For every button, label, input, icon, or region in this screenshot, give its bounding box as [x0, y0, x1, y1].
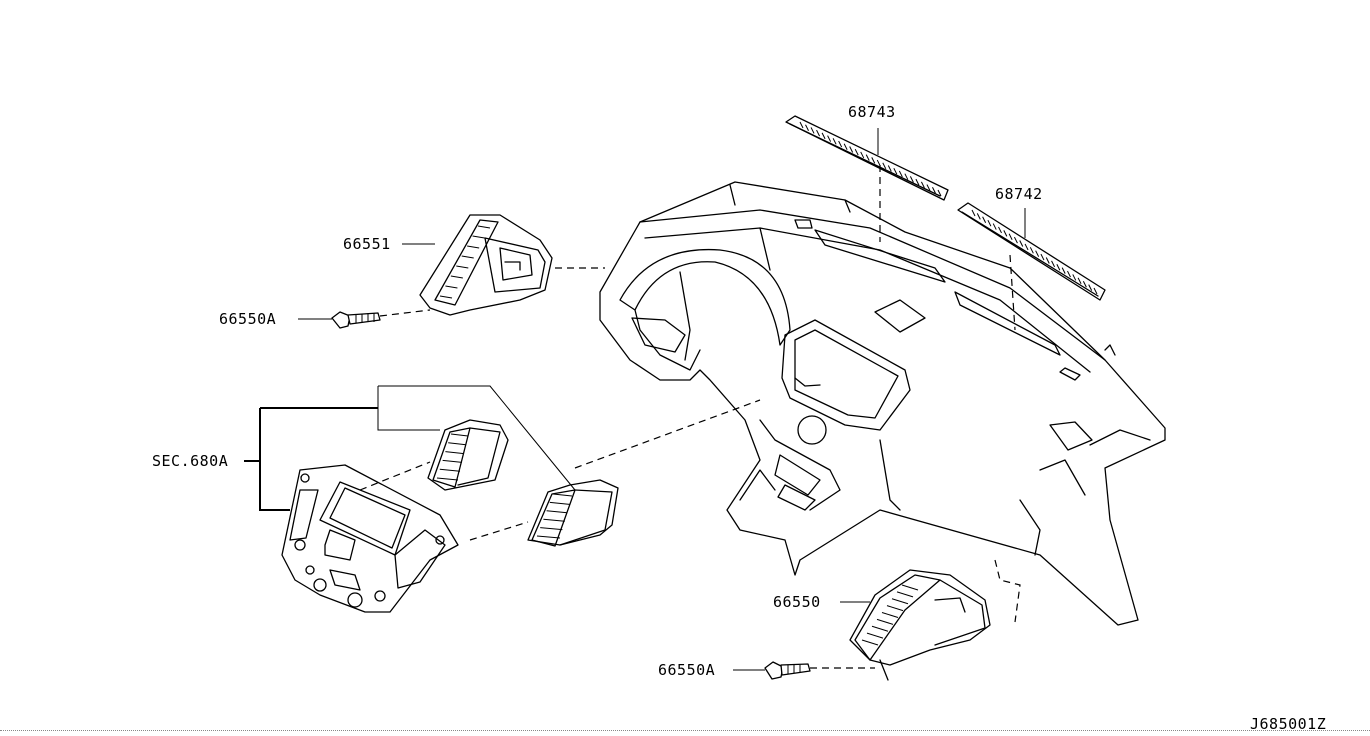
center-cluster-panel — [281, 464, 459, 613]
side-ventilator-right — [849, 569, 991, 681]
label-vent-left: 66551 — [343, 235, 391, 253]
label-defroster-center: 68743 — [848, 103, 896, 121]
diagram-id: J685001Z — [1250, 715, 1326, 733]
center-ventilator-upper — [427, 419, 509, 491]
side-ventilator-left — [419, 214, 553, 316]
label-vent-right: 66550 — [773, 593, 821, 611]
connector-lines — [359, 165, 1021, 669]
defroster-grille-side — [957, 202, 1106, 301]
label-clip-lower: 66550A — [658, 661, 715, 679]
clip-upper — [331, 311, 381, 329]
label-section-ref: SEC.680A — [152, 452, 228, 470]
clip-lower — [764, 661, 811, 680]
defroster-grille-center — [785, 115, 949, 201]
label-defroster-side: 68742 — [995, 185, 1043, 203]
leader-lines — [298, 128, 1026, 671]
bottom-border — [0, 730, 1370, 731]
center-ventilator-lower — [527, 479, 619, 547]
section-bracket — [244, 385, 576, 511]
instrument-panel — [599, 181, 1166, 626]
label-clip-upper: 66550A — [219, 310, 276, 328]
